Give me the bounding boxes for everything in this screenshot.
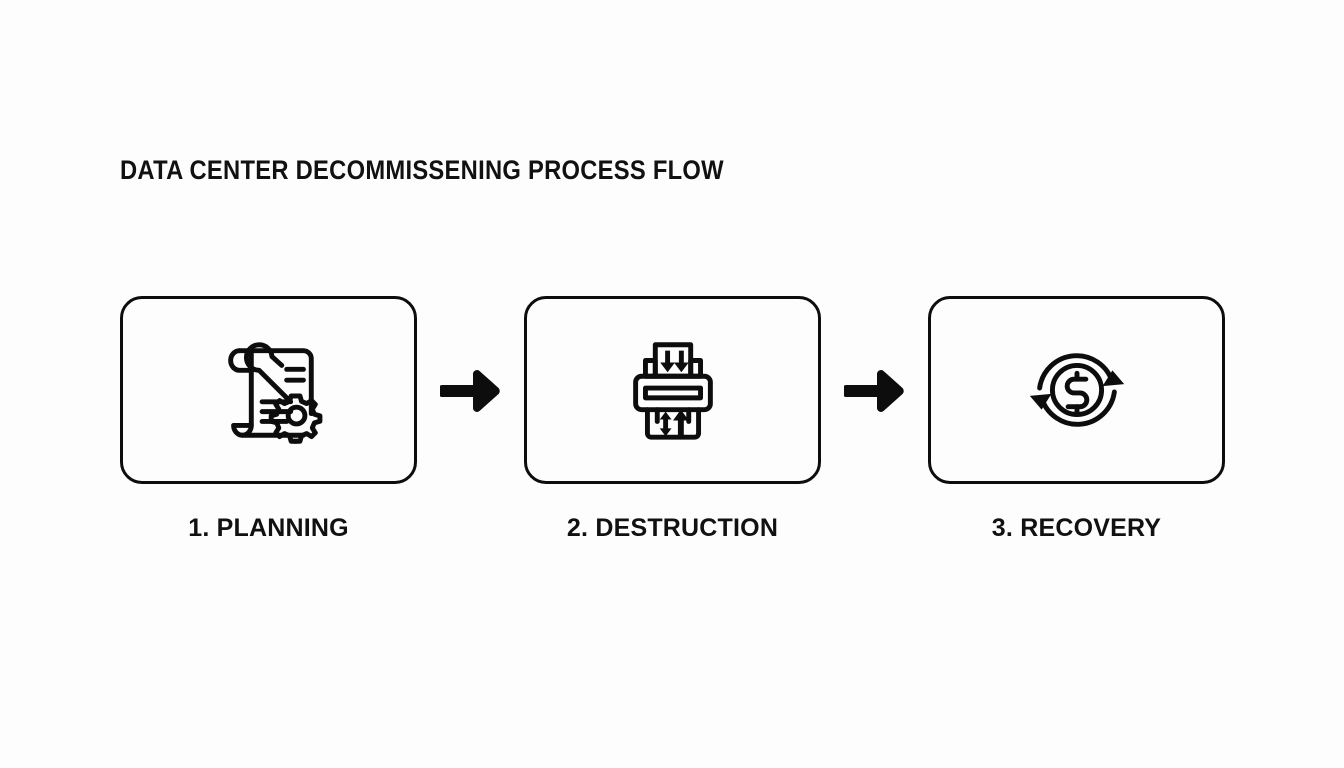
paper-shredder-icon bbox=[632, 342, 713, 440]
blueprint-wrench-gear-icon bbox=[227, 342, 322, 444]
process-step-destruction[interactable]: 2. DESTRUCTION bbox=[524, 296, 821, 542]
arrow-right-icon bbox=[439, 370, 500, 412]
step-card[interactable] bbox=[120, 296, 417, 484]
recycle-dollar-icon bbox=[1029, 353, 1124, 427]
step-label: 2. DESTRUCTION bbox=[566, 514, 779, 542]
step-card[interactable] bbox=[524, 296, 821, 484]
flow-connector-1 bbox=[436, 368, 506, 414]
process-flow-row: 1. PLANNING bbox=[120, 296, 1225, 542]
arrow-right-icon bbox=[843, 370, 904, 412]
step-label: 3. RECOVERY bbox=[991, 514, 1162, 542]
flow-connector-2 bbox=[840, 368, 910, 414]
page-title: DATA CENTER DECOMMISSENING PROCESS FLOW bbox=[120, 155, 724, 185]
process-step-planning[interactable]: 1. PLANNING bbox=[120, 296, 417, 542]
step-label: 1. PLANNING bbox=[188, 514, 349, 542]
process-step-recovery[interactable]: 3. RECOVERY bbox=[928, 296, 1225, 542]
step-card[interactable] bbox=[928, 296, 1225, 484]
